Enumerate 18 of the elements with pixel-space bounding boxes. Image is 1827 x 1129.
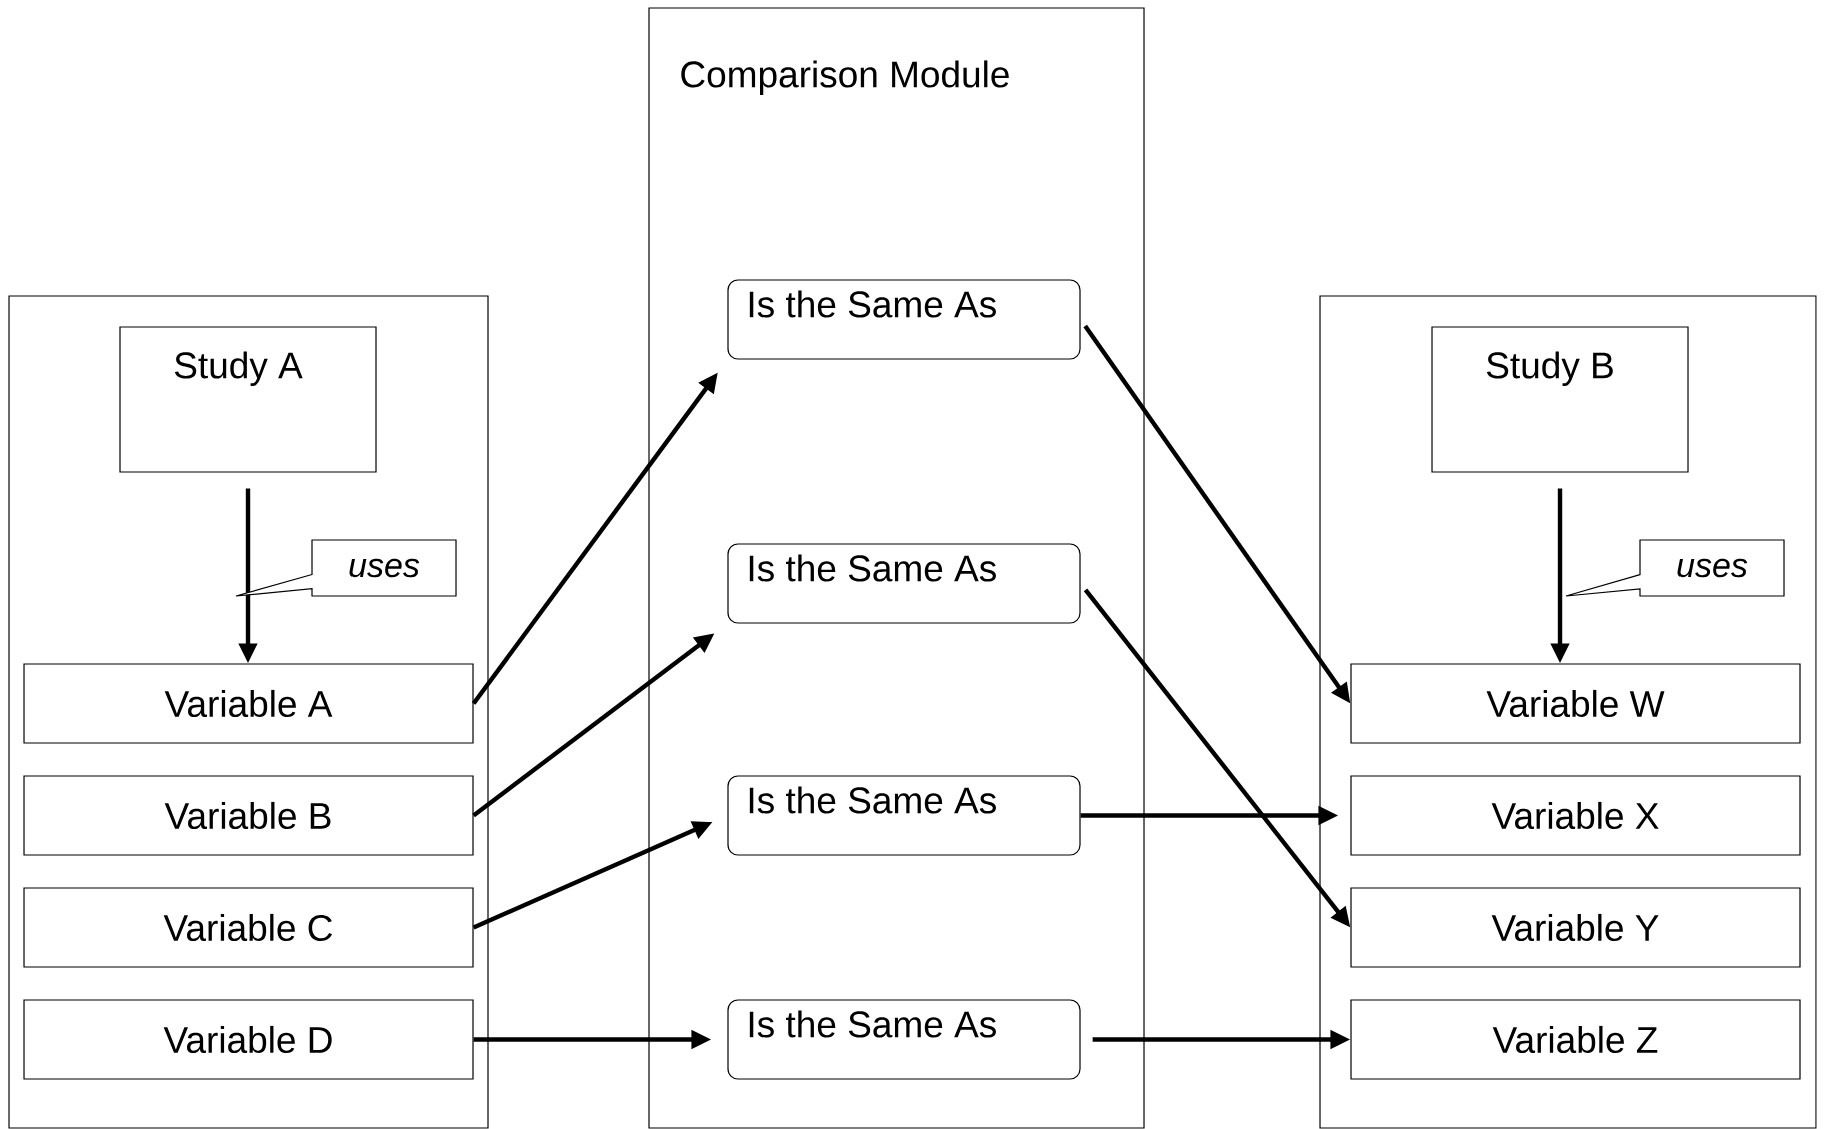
variable-box: Variable B: [23, 775, 474, 856]
variable-box: Variable X: [1350, 775, 1801, 856]
variable-box: Variable Z: [1350, 999, 1801, 1080]
panel: [8, 295, 489, 1129]
callout-label: uses: [235, 539, 457, 597]
variable-box: Variable A: [23, 663, 474, 744]
relation-box: Is the Same As: [727, 775, 1081, 856]
variable-box: Variable C: [23, 887, 474, 968]
study-box: Study A: [119, 326, 377, 473]
variable-box: Variable Y: [1350, 887, 1801, 968]
study-box: Study B: [1431, 326, 1689, 473]
relation-box: Is the Same As: [727, 999, 1081, 1080]
callout-label: uses: [1565, 539, 1785, 597]
relation-box: Is the Same As: [727, 279, 1081, 360]
variable-box: Variable W: [1350, 663, 1801, 744]
relation-box: Is the Same As: [727, 543, 1081, 624]
panel: [1319, 295, 1817, 1129]
variable-box: Variable D: [23, 999, 474, 1080]
